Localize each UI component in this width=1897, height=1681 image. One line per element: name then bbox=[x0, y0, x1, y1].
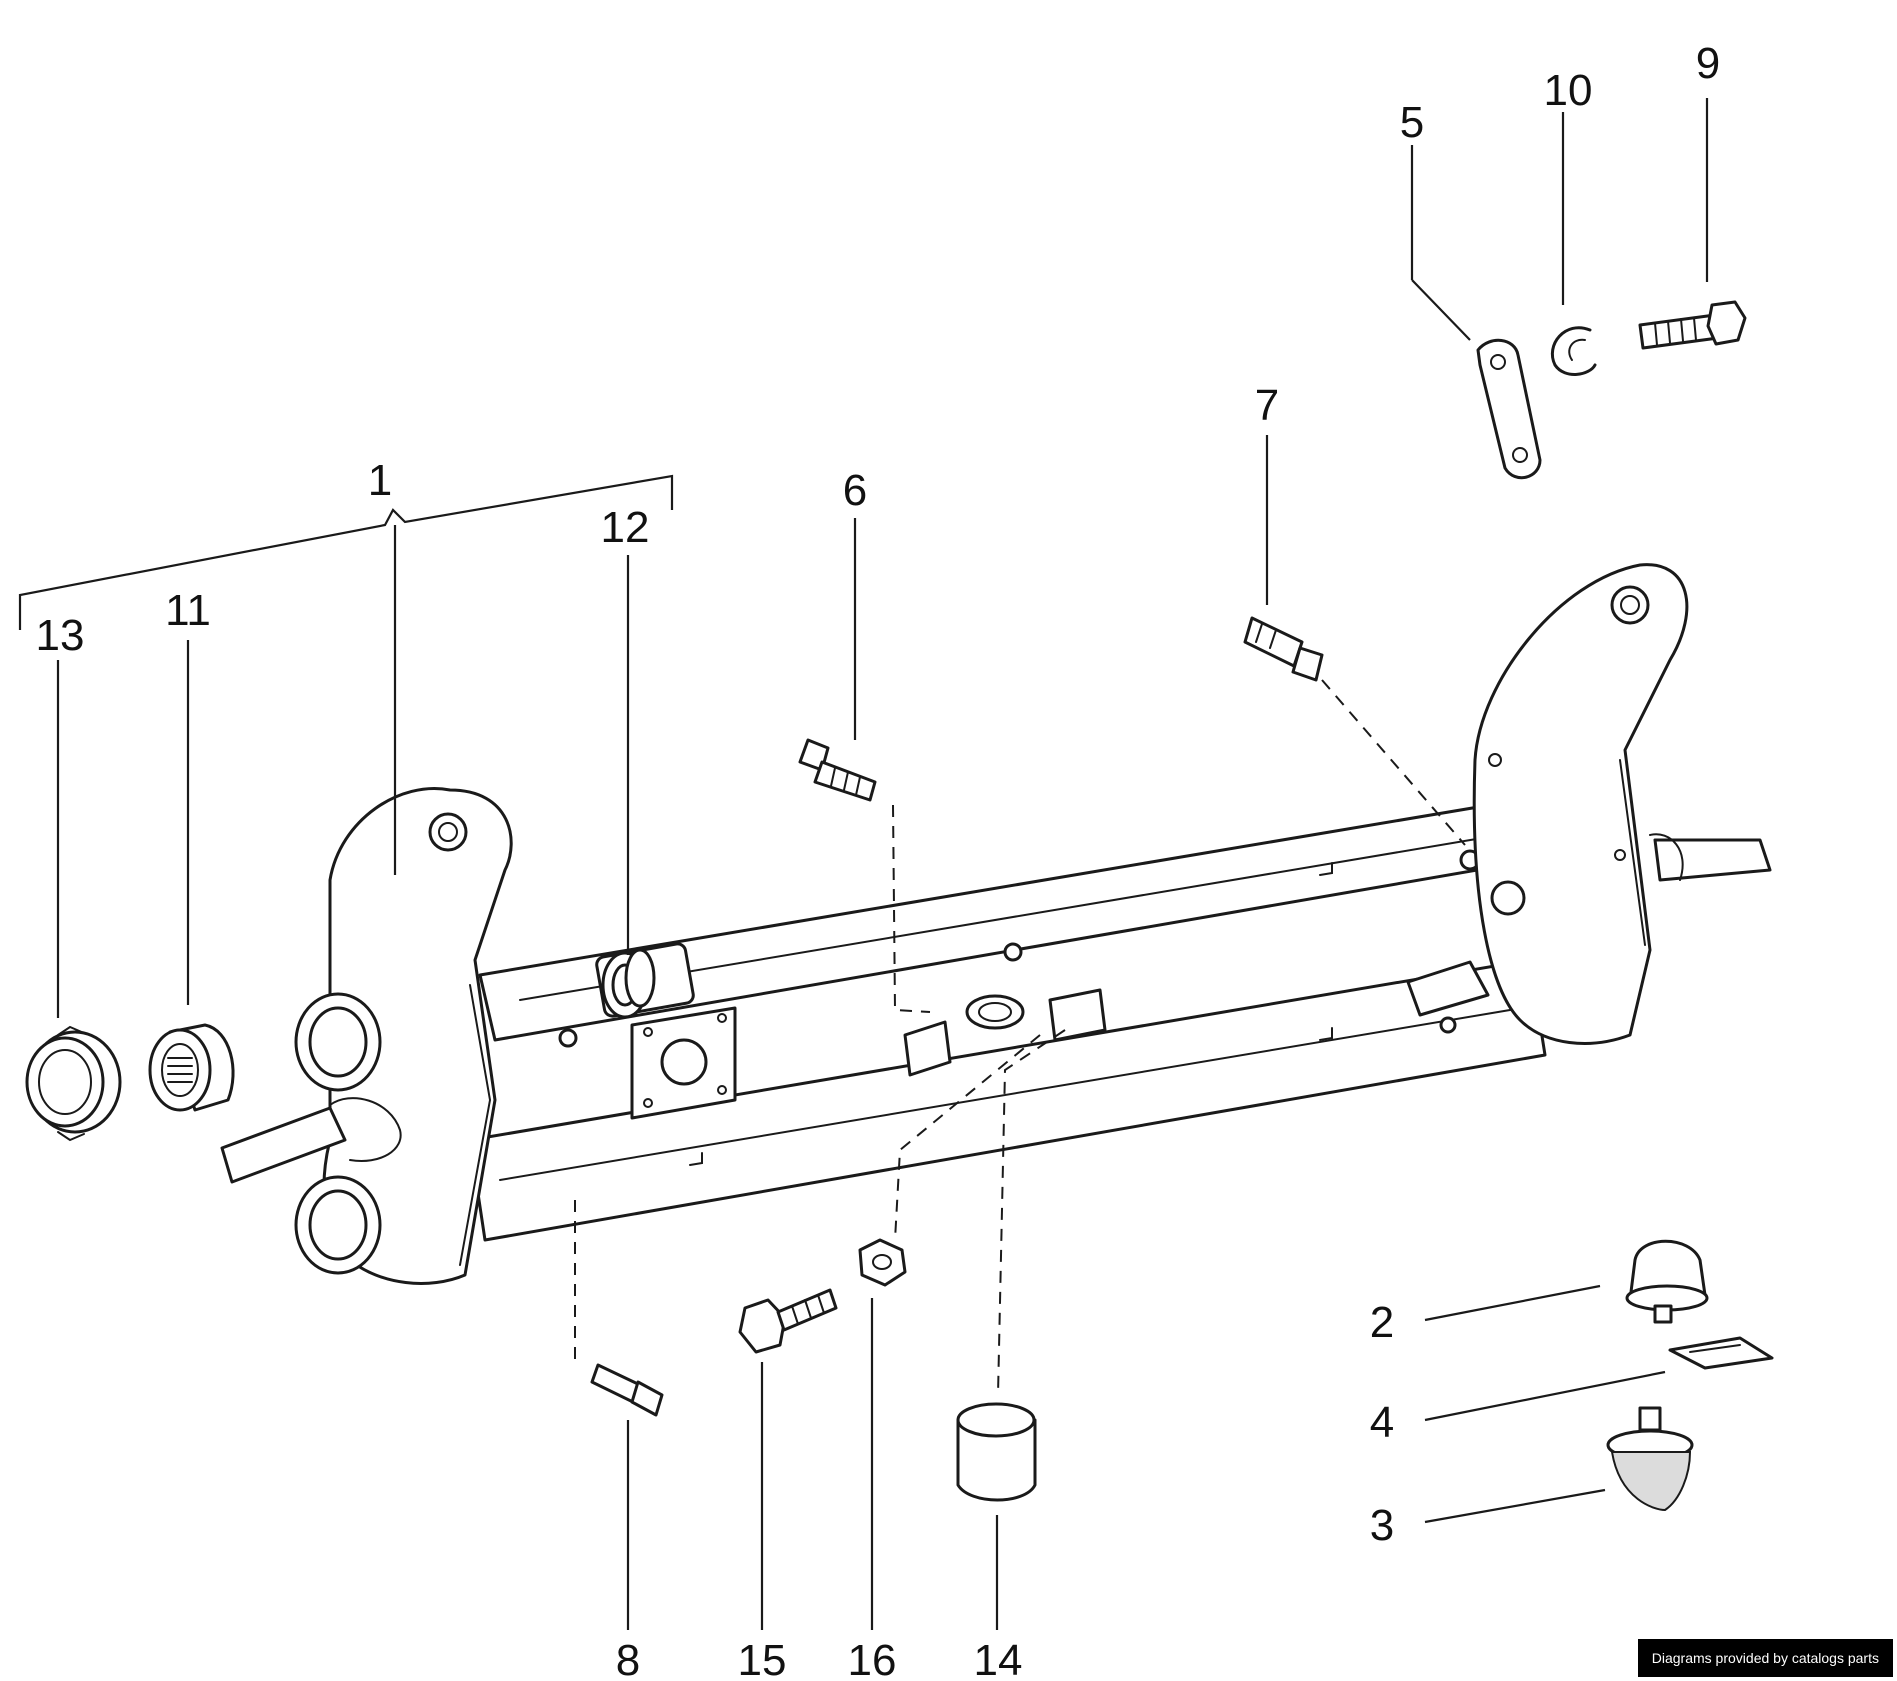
axle-beam-assembly bbox=[220, 563, 1772, 1285]
cone-buffer-3-drawing bbox=[1606, 1406, 1694, 1512]
callout-8: 8 bbox=[616, 1636, 640, 1681]
callout-14: 14 bbox=[974, 1636, 1023, 1681]
callout-9: 9 bbox=[1696, 39, 1720, 88]
credit-badge: Diagrams provided by catalogs parts bbox=[1637, 1639, 1893, 1677]
callout-15: 15 bbox=[738, 1636, 787, 1681]
leader-lines bbox=[56, 98, 1709, 1630]
grease-nipple-7-drawing bbox=[1243, 616, 1324, 682]
hex-bolt-15-drawing bbox=[738, 1288, 838, 1354]
callout-2: 2 bbox=[1370, 1298, 1394, 1347]
callout-16: 16 bbox=[848, 1636, 897, 1681]
grease-nipple-8-drawing bbox=[590, 1363, 664, 1417]
seal-ring-13-drawing bbox=[25, 1025, 122, 1142]
lock-washer-10-drawing bbox=[1550, 326, 1597, 376]
hex-nut-16-drawing bbox=[858, 1238, 907, 1287]
callout-3: 3 bbox=[1370, 1501, 1394, 1550]
callout-11: 11 bbox=[165, 586, 211, 635]
assembly-dashed-lines bbox=[574, 679, 1466, 1396]
bushing-12-drawing bbox=[624, 948, 656, 1008]
callout-1: 1 bbox=[368, 456, 392, 505]
callout-5: 5 bbox=[1400, 98, 1424, 147]
hex-bolt-9-drawing bbox=[1638, 300, 1747, 350]
callout-13: 13 bbox=[36, 611, 85, 660]
callout-6: 6 bbox=[843, 466, 867, 515]
grease-nipple-6-drawing bbox=[798, 738, 877, 802]
bump-stop-14-drawing bbox=[956, 1402, 1037, 1502]
rubber-buffer-2-drawing bbox=[1625, 1239, 1709, 1324]
needle-bearing-11-drawing bbox=[148, 1023, 235, 1112]
callout-4: 4 bbox=[1370, 1398, 1394, 1447]
callout-10: 10 bbox=[1544, 66, 1593, 115]
clip-4-drawing bbox=[1668, 1336, 1774, 1370]
assembly-bracket bbox=[18, 474, 674, 630]
callout-12: 12 bbox=[601, 503, 650, 552]
callout-labels: 1 2 3 4 5 6 7 8 9 10 11 12 13 14 15 16 bbox=[36, 39, 1721, 1681]
link-plate-5-drawing bbox=[1476, 339, 1542, 480]
callout-7: 7 bbox=[1255, 381, 1279, 430]
